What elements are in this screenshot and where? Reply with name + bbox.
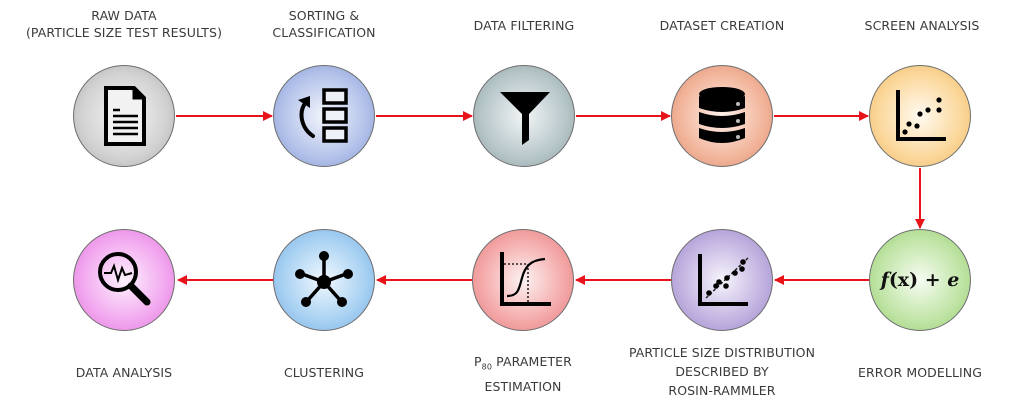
- p-letter: P: [474, 354, 482, 369]
- network-hub-icon: [295, 251, 353, 307]
- formula-icon: f(x) + e: [881, 269, 960, 291]
- label-line: RAW DATA: [91, 8, 157, 23]
- p-subscript: 80: [481, 362, 493, 372]
- label-screen: SCREEN ANALYSIS: [865, 17, 980, 34]
- document-icon: [104, 86, 146, 146]
- label-line: ROSIN-RAMMLER: [668, 383, 776, 398]
- node-sorting[interactable]: [273, 65, 375, 167]
- label-line: P80 PARAMETER: [474, 352, 572, 377]
- node-clustering[interactable]: [273, 229, 375, 331]
- label-dataset: DATASET CREATION: [660, 17, 785, 34]
- label-line: ERROR MODELLING: [857, 365, 983, 380]
- node-dataset[interactable]: [671, 65, 773, 167]
- funnel-icon: [500, 92, 550, 145]
- node-error[interactable]: f(x) + e: [869, 229, 971, 331]
- label-line: CLASSIFICATION: [272, 25, 376, 40]
- label-filtering: DATA FILTERING: [474, 17, 575, 34]
- scatter-plot-icon: [896, 90, 946, 141]
- label-line: SORTING &: [288, 8, 360, 23]
- label-line: ESTIMATION: [484, 378, 562, 394]
- label-line: DESCRIBED BY: [675, 364, 769, 379]
- node-p80[interactable]: [472, 229, 574, 331]
- database-icon: [699, 87, 745, 143]
- label-line: PARTICLE SIZE DISTRIBUTION: [628, 345, 816, 360]
- node-raw-data[interactable]: [73, 65, 175, 167]
- label-p80: P80 PARAMETER ESTIMATION: [474, 352, 572, 396]
- node-analysis[interactable]: [73, 229, 175, 331]
- label-line: SCREEN ANALYSIS: [864, 18, 980, 33]
- sort-list-icon: [298, 88, 348, 143]
- s-curve-icon: [500, 252, 551, 306]
- label-analysis: DATA ANALYSIS: [76, 364, 172, 381]
- formula-f: f: [880, 269, 889, 291]
- label-line: DATA ANALYSIS: [75, 365, 173, 380]
- node-psd[interactable]: [671, 229, 773, 331]
- node-filtering[interactable]: [473, 65, 575, 167]
- label-line: DATA FILTERING: [473, 18, 575, 33]
- label-sorting: SORTING & CLASSIFICATION: [272, 7, 375, 41]
- regression-plot-icon: [698, 254, 749, 306]
- label-line: CLUSTERING: [283, 365, 365, 380]
- formula-e: e: [947, 269, 960, 291]
- label-text: PARAMETER: [492, 354, 572, 369]
- label-line: (PARTICLE SIZE TEST RESULTS): [25, 25, 223, 40]
- label-raw-data: RAW DATA (PARTICLE SIZE TEST RESULTS): [26, 7, 222, 41]
- node-screen[interactable]: [869, 65, 971, 167]
- magnifier-pulse-icon: [98, 252, 151, 306]
- formula-rest: (x) +: [888, 269, 948, 291]
- label-clustering: CLUSTERING: [284, 364, 364, 381]
- label-psd: PARTICLE SIZE DISTRIBUTION DESCRIBED BY …: [629, 343, 815, 400]
- label-line: DATASET CREATION: [659, 18, 785, 33]
- label-error: ERROR MODELLING: [858, 364, 982, 381]
